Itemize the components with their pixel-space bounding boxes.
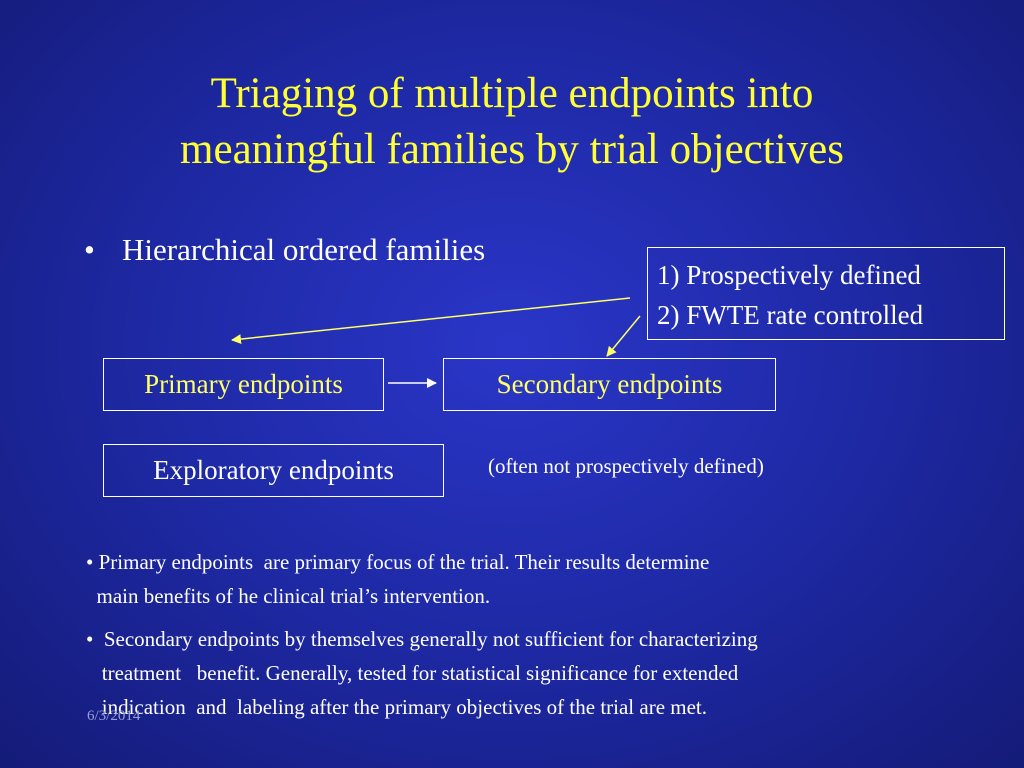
paragraph2-line-2: treatment benefit. Generally, tested for… <box>86 661 739 685</box>
paragraph2-line-1: • Secondary endpoints by themselves gene… <box>86 627 758 651</box>
secondary-endpoints-label: Secondary endpoints <box>496 369 723 399</box>
title-line-2: meaningful families by trial objectives <box>180 126 844 173</box>
slide-title: Triaging of multiple endpoints into mean… <box>0 66 1024 178</box>
main-bullet: • Hierarchical ordered families <box>84 232 485 268</box>
primary-endpoints-paragraph: • Primary endpoints are primary focus of… <box>86 545 709 613</box>
primary-endpoints-label: Primary endpoints <box>144 369 343 399</box>
exploratory-endpoints-box: Exploratory endpoints <box>103 444 444 497</box>
primary-endpoints-box: Primary endpoints <box>103 358 384 411</box>
secondary-endpoints-paragraph: • Secondary endpoints by themselves gene… <box>86 622 758 724</box>
exploratory-note: (often not prospectively defined) <box>488 454 764 478</box>
arrow-to-primary <box>231 297 631 345</box>
properties-box: 1) Prospectively defined 2) FWTE rate co… <box>647 247 1005 340</box>
paragraph1-line-1: • Primary endpoints are primary focus of… <box>86 550 710 574</box>
secondary-endpoints-box: Secondary endpoints <box>443 358 776 411</box>
arrow-to-secondary <box>606 315 641 357</box>
paragraph1-line-2: main benefits of he clinical trial’s int… <box>86 584 491 608</box>
paragraph2-line-3: indication and labeling after the primar… <box>86 695 708 719</box>
property-2: 2) FWTE rate controlled <box>657 300 924 330</box>
exploratory-endpoints-label: Exploratory endpoints <box>153 455 394 485</box>
title-line-1: Triaging of multiple endpoints into <box>210 70 814 117</box>
footer-date: 6/3/2014 <box>87 708 141 724</box>
main-bullet-text: Hierarchical ordered families <box>122 232 486 267</box>
property-1: 1) Prospectively defined <box>657 260 921 290</box>
bullet-icon: • <box>84 232 95 267</box>
